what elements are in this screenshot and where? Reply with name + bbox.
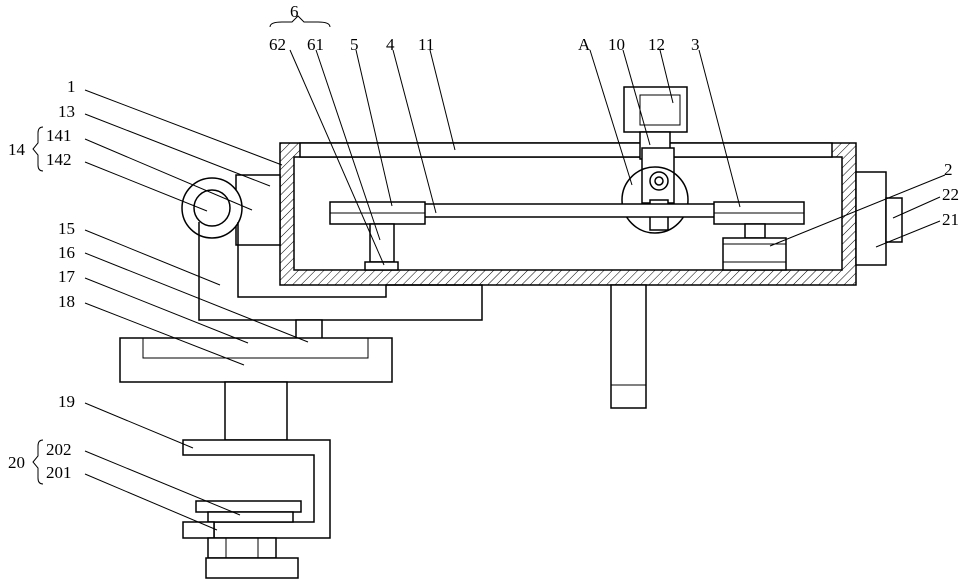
label-15: 15 bbox=[58, 219, 75, 238]
label-62: 62 bbox=[269, 35, 286, 54]
label-18: 18 bbox=[58, 292, 75, 311]
lower-column bbox=[183, 382, 330, 578]
label-17: 17 bbox=[58, 267, 76, 286]
base-foot-201 bbox=[206, 558, 298, 578]
label-4: 4 bbox=[386, 35, 395, 54]
label-141: 141 bbox=[46, 126, 72, 145]
clamp-plate-202 bbox=[196, 501, 301, 512]
side-connector bbox=[856, 172, 902, 265]
label-6: 6 bbox=[290, 2, 299, 21]
label-201: 201 bbox=[46, 463, 72, 482]
label-1: 1 bbox=[67, 77, 76, 96]
label-22: 22 bbox=[942, 185, 959, 204]
label-202: 202 bbox=[46, 440, 72, 459]
label-A: A bbox=[578, 35, 591, 54]
label-19: 19 bbox=[58, 392, 75, 411]
support-post bbox=[611, 285, 646, 408]
label-61: 61 bbox=[307, 35, 324, 54]
turntable bbox=[120, 320, 392, 382]
turntable-base bbox=[120, 338, 392, 382]
label-2: 2 bbox=[944, 160, 953, 179]
label-21: 21 bbox=[942, 210, 959, 229]
label-14: 14 bbox=[8, 140, 26, 159]
label-5: 5 bbox=[350, 35, 359, 54]
label-3: 3 bbox=[691, 35, 700, 54]
label-16: 16 bbox=[58, 243, 75, 262]
label-11: 11 bbox=[418, 35, 434, 54]
label-12: 12 bbox=[648, 35, 665, 54]
label-10: 10 bbox=[608, 35, 625, 54]
label-13: 13 bbox=[58, 102, 75, 121]
bearing-2 bbox=[723, 238, 786, 270]
label-20: 20 bbox=[8, 453, 25, 472]
label-142: 142 bbox=[46, 150, 72, 169]
